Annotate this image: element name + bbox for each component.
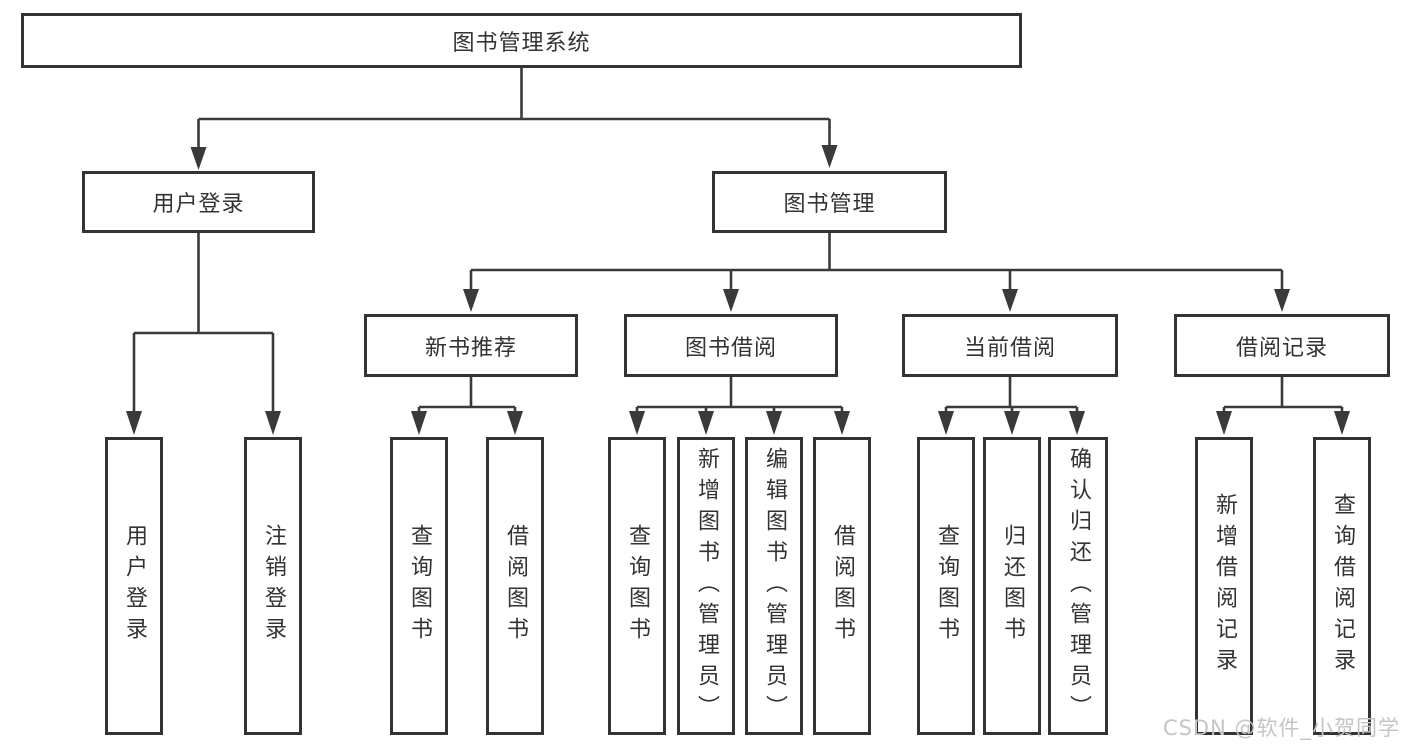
leaf-borrowing-edit-books-admin: 编辑图书（管理员） — [745, 437, 803, 735]
node-label: 借阅图书 — [830, 524, 855, 648]
node-current-borrowing: 当前借阅 — [902, 314, 1118, 377]
leaf-user-login: 用户登录 — [105, 437, 163, 735]
node-label: 编辑图书（管理员） — [762, 446, 787, 726]
leaf-borrowing-add-books-admin: 新增图书（管理员） — [677, 437, 735, 735]
node-book-management: 图书管理 — [712, 171, 947, 233]
node-book-borrowing: 图书借阅 — [624, 314, 838, 377]
node-label: 借阅记录 — [1235, 335, 1328, 361]
node-label: 用户登录 — [152, 192, 245, 217]
leaf-current-query-books: 查询图书 — [917, 437, 975, 735]
leaf-current-return-books: 归还图书 — [983, 437, 1041, 735]
node-label: 借阅图书 — [503, 524, 528, 648]
node-label: 新增图书（管理员） — [694, 446, 719, 726]
leaf-logout: 注销登录 — [244, 437, 302, 735]
node-label: 注销登录 — [261, 524, 286, 648]
node-library-management-system: 图书管理系统 — [21, 13, 1022, 68]
node-borrowing-records: 借阅记录 — [1174, 314, 1390, 377]
leaf-recommend-borrow-books: 借阅图书 — [486, 437, 544, 735]
node-label: 用户登录 — [122, 524, 147, 648]
leaf-recommend-query-books: 查询图书 — [390, 437, 448, 735]
node-label: 归还图书 — [1000, 524, 1025, 648]
leaf-records-query-borrow-record: 查询借阅记录 — [1313, 437, 1371, 735]
node-label: 查询图书 — [625, 524, 650, 648]
node-label: 图书管理 — [783, 192, 876, 217]
node-label: 当前借阅 — [963, 335, 1056, 361]
node-label: 查询借阅记录 — [1330, 493, 1355, 679]
node-new-book-recommend: 新书推荐 — [364, 314, 578, 377]
leaf-borrowing-query-books: 查询图书 — [608, 437, 666, 735]
leaf-records-add-borrow-record: 新增借阅记录 — [1195, 437, 1253, 735]
node-label: 图书管理系统 — [452, 30, 591, 56]
node-label: 查询图书 — [934, 524, 959, 648]
leaf-borrowing-borrow-books: 借阅图书 — [813, 437, 871, 735]
leaf-current-confirm-return-admin: 确认归还（管理员） — [1048, 437, 1108, 735]
csdn-watermark: CSDN @软件_小贺同学 — [1162, 716, 1400, 740]
node-label: 确认归还（管理员） — [1066, 446, 1091, 726]
node-user-login: 用户登录 — [82, 171, 315, 233]
node-label: 新增借阅记录 — [1212, 493, 1237, 679]
node-label: 查询图书 — [407, 524, 432, 648]
node-label: 新书推荐 — [424, 335, 517, 361]
node-label: 图书借阅 — [684, 335, 777, 361]
